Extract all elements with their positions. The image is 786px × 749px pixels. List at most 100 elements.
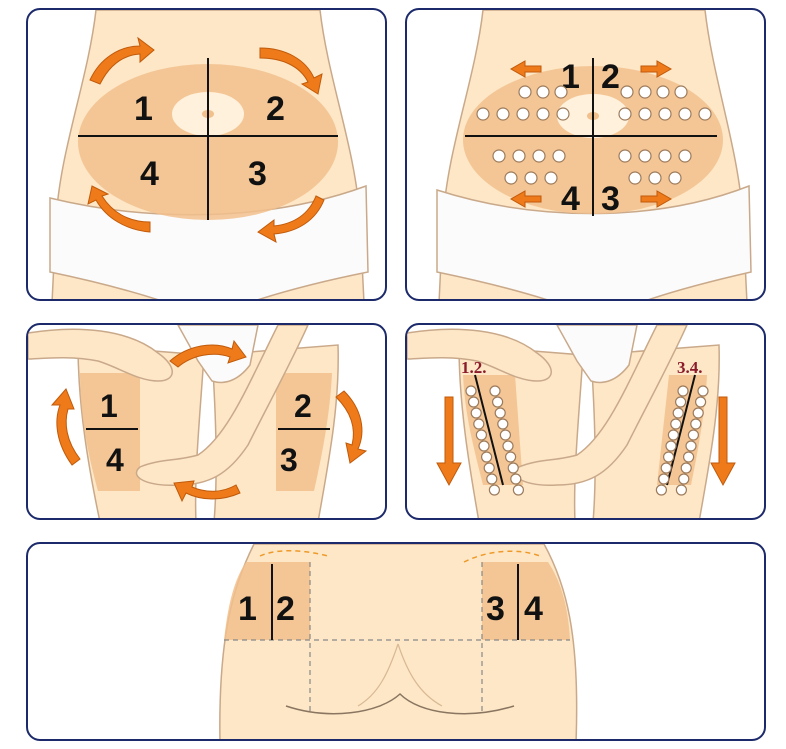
underwear	[556, 325, 638, 384]
label-left: 1.2.	[461, 358, 487, 377]
pressure-dot	[544, 171, 558, 185]
upper-hand	[28, 328, 173, 382]
pressure-dot	[658, 107, 672, 121]
pressure-dot	[660, 462, 672, 474]
underwear	[436, 184, 752, 299]
arrow-down-right-icon	[335, 390, 368, 464]
pressure-dots	[476, 85, 712, 185]
arrow-top-right-icon	[259, 47, 323, 95]
pressure-dot	[496, 107, 510, 121]
pressure-dot	[667, 429, 679, 441]
pressure-dot	[467, 396, 480, 408]
quadrant-1: 1	[561, 58, 580, 96]
quadrant-1: 1	[134, 90, 153, 128]
pressure-dot	[504, 451, 517, 463]
pressure-dot	[690, 418, 702, 430]
panel-abdomen-dots: 1 2 4 3	[405, 8, 766, 301]
arrow-right-top-icon	[169, 339, 247, 368]
pressure-dot	[504, 171, 518, 185]
pressure-dot	[489, 385, 501, 397]
pressure-dot	[497, 418, 509, 430]
lower-arm	[514, 325, 688, 486]
right-zone	[482, 562, 570, 640]
zone-2: 2	[276, 590, 295, 628]
pressure-dot	[512, 484, 525, 496]
abdomen-circular-figure: 1 2 4 3	[49, 10, 369, 299]
pressure-dot	[618, 149, 632, 163]
pressure-dot	[687, 429, 699, 441]
pressure-dot	[554, 85, 568, 99]
pressure-dot	[512, 149, 526, 163]
thighs-circular-figure: 1 4 2 3	[28, 325, 368, 518]
arrow-down-left-icon	[436, 396, 462, 487]
pressure-dot	[656, 85, 670, 99]
pressure-dot	[532, 149, 546, 163]
pressure-dot	[524, 171, 538, 185]
quadrant-2: 2	[601, 58, 620, 96]
pressure-dot	[620, 85, 634, 99]
pressure-dot	[486, 473, 498, 485]
pressure-dot	[675, 396, 687, 408]
pressure-dot	[698, 107, 712, 121]
pressure-dot	[556, 107, 570, 121]
pressure-dot	[618, 107, 632, 121]
pressure-dot	[658, 473, 670, 485]
pressure-dot	[678, 149, 692, 163]
quadrant-4: 4	[561, 180, 580, 218]
arrow-bottom-right-icon	[257, 195, 325, 243]
pressure-dot	[678, 473, 690, 485]
pressure-dot	[536, 85, 550, 99]
lower-arm	[135, 325, 309, 486]
pressure-dot	[680, 462, 692, 474]
abdomen-dots-figure: 1 2 4 3	[436, 10, 752, 299]
pressure-dot	[692, 407, 704, 419]
pressure-dot	[677, 385, 689, 397]
pressure-dot	[638, 85, 652, 99]
arrow-down-right-icon	[710, 396, 736, 487]
pressure-dot	[480, 451, 493, 463]
pressure-dot	[473, 418, 485, 430]
arrow-top-left-icon	[89, 36, 155, 85]
panel-thighs-dots: 1.2. 3.4.	[405, 323, 766, 520]
arrow-right-top-icon	[640, 60, 673, 78]
quadrant-2: 2	[266, 90, 285, 128]
pressure-dot	[683, 451, 695, 463]
zone-1: 1	[238, 590, 257, 628]
pressure-dot	[658, 149, 672, 163]
pressure-dot	[502, 440, 514, 452]
pressure-dot	[465, 385, 477, 397]
pressure-dot	[678, 107, 692, 121]
pressure-dot	[483, 462, 495, 474]
zone-4: 4	[524, 590, 543, 628]
upper-hand	[407, 328, 552, 382]
right-zone	[276, 373, 332, 491]
label-right: 3.4.	[677, 358, 703, 377]
arrow-up-left-icon	[50, 388, 81, 466]
pressure-dot	[476, 107, 490, 121]
thighs-dots-figure: 1.2. 3.4.	[407, 325, 736, 518]
zone-1: 1	[100, 388, 118, 424]
zone-2: 2	[294, 388, 312, 424]
pressure-dot	[536, 107, 550, 121]
zone-3: 3	[486, 590, 505, 628]
zone-3: 3	[280, 442, 298, 478]
pressure-dot	[516, 107, 530, 121]
pressure-dot	[672, 407, 684, 419]
pressure-dot	[670, 418, 682, 430]
pressure-dot	[675, 484, 687, 496]
zone-4: 4	[106, 442, 124, 478]
pressure-dot	[674, 85, 688, 99]
arrow-bottom-left-icon	[87, 185, 151, 233]
pressure-dot	[510, 473, 522, 485]
pressure-dot	[499, 429, 512, 441]
pressure-dot	[665, 440, 677, 452]
pressure-dot	[470, 407, 482, 419]
arrow-left-bottom-icon	[173, 480, 241, 503]
left-zone	[224, 562, 310, 640]
quadrant-3: 3	[248, 155, 267, 193]
pressure-dot	[663, 451, 675, 463]
pressure-dot	[475, 429, 488, 441]
quadrant-4: 4	[140, 155, 159, 193]
pressure-dot	[488, 484, 501, 496]
panel-abdomen-circular: 1 2 4 3	[26, 8, 387, 301]
